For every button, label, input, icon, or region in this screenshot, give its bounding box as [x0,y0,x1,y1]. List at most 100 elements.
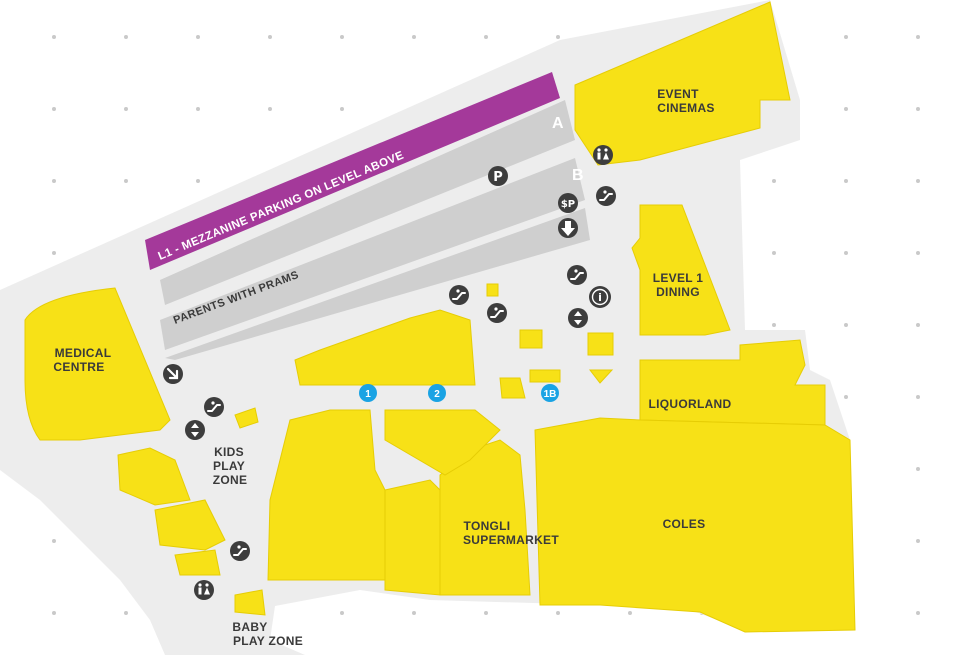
coles-label: COLES [663,517,706,531]
toilets-icon-cinema-head-2 [604,148,608,152]
background-dot [772,179,776,183]
store-small-1[interactable] [519,329,543,349]
background-dot [916,179,920,183]
entrance-1b-circle [541,384,559,402]
info-icon[interactable]: i [589,286,611,308]
escalator-icon[interactable] [204,397,224,417]
baby-play-zone-label-line1: BABY [232,620,267,634]
background-dot [628,611,632,615]
lift-icon-info[interactable] [568,308,588,328]
lift-icon-medical[interactable] [185,420,205,440]
background-dot [124,611,128,615]
entrance-1[interactable]: 1 [359,384,377,402]
escalator-icon-circle [204,397,224,417]
entrance-2[interactable]: 2 [428,384,446,402]
escalator-icon-shape [599,193,613,201]
down-arrow-icon[interactable] [558,218,578,238]
escalator-icon[interactable] [487,303,507,323]
medical-centre-store[interactable] [24,287,171,441]
escalator-icon[interactable] [567,265,587,285]
level1-dining-store[interactable] [631,204,731,336]
store-small-3[interactable] [499,377,526,399]
background-dot [844,395,848,399]
baby-play-zone-store[interactable] [234,589,266,616]
escalator-icon[interactable] [230,541,250,561]
event-cinemas-store[interactable] [574,1,791,166]
parking-lane-a [160,100,575,305]
baby-play-zone-label-line2: PLAY ZONE [233,634,303,648]
store-small-5[interactable] [588,369,614,384]
lift-icon-info-down [574,320,582,325]
background-dot [916,251,920,255]
background-dot [844,251,848,255]
medical-centre-label-line1: MEDICAL [55,346,112,360]
store-west-1[interactable] [117,447,191,506]
escalator-icon-circle [487,303,507,323]
event-cinemas-label-line1: EVENT [657,87,699,101]
store-centre-block[interactable] [384,479,441,596]
background-dot [484,35,488,39]
toilets-icon-cinema-body-2 [603,152,609,160]
lift-icon-medical-up [191,423,199,428]
mezzanine-banner [145,72,560,270]
store-small-2[interactable] [587,332,614,356]
paid-parking-icon-circle [558,193,578,213]
lift-icon-info-circle [568,308,588,328]
entrance-1-circle [359,384,377,402]
toilets-icon-baby-head-2 [205,583,209,587]
down-arrow-icon-shape [561,221,575,236]
store-west-2[interactable] [154,499,226,551]
escalator-icon-circle [567,265,587,285]
lane-a-label: A [552,115,564,132]
store-row-south[interactable] [384,409,501,476]
entrance-1b[interactable]: 1B [541,384,559,402]
background-dot [124,35,128,39]
store-small-7[interactable] [234,407,259,429]
background-dot [772,251,776,255]
kids-play-zone-label-line2: PLAY [213,459,245,473]
lift-icon-medical-down [191,432,199,437]
background-dot [52,539,56,543]
toilets-icon-baby-body-2 [204,587,210,595]
store-row-north[interactable] [294,309,476,386]
level1-dining-label-line2: DINING [656,285,700,299]
background-dot [196,35,200,39]
escalator-icons [204,186,616,561]
paid-parking-icon[interactable]: $P [558,193,578,213]
store-west-3[interactable] [174,549,221,576]
entrance-markers: 1 2 1B [359,384,559,402]
store-small-4[interactable] [529,369,561,383]
info-icon-glyph: i [598,291,602,304]
escalator-icon[interactable] [449,285,469,305]
background-dot [916,395,920,399]
background-dot [844,35,848,39]
level1-dining-label-line1: LEVEL 1 [653,271,704,285]
background-dot [340,611,344,615]
background-dot [412,611,416,615]
entrance-1b-number: 1B [544,389,557,400]
background-dot [844,179,848,183]
escalator-icon-shape [490,310,504,318]
toilets-icon-cinema-body-1 [597,152,601,160]
entrance-2-number: 2 [434,389,440,400]
background-dot [268,35,272,39]
escalator-icon[interactable] [596,186,616,206]
parking-icon-glyph: P [493,170,503,185]
escalator-icon-person [456,289,460,293]
toilets-icon-cinema[interactable] [593,145,613,165]
background-dot [916,611,920,615]
info-icon-ring [591,288,609,306]
entry-arrow-icon[interactable] [163,364,183,384]
background-dot [556,35,560,39]
parking-icon[interactable]: P [488,166,508,186]
store-small-6[interactable] [486,283,499,297]
escalator-icon-circle [596,186,616,206]
parking-lane-c [165,208,590,360]
background-dot [844,107,848,111]
paid-parking-icon-glyph: $P [561,199,575,210]
map-icons: P $P i [163,145,613,600]
toilets-icon-baby[interactable] [194,580,214,600]
coles-store[interactable] [534,417,856,633]
background-dot [196,107,200,111]
store-labels: EVENT CINEMAS LEVEL 1 DINING MEDICAL CEN… [53,87,731,648]
